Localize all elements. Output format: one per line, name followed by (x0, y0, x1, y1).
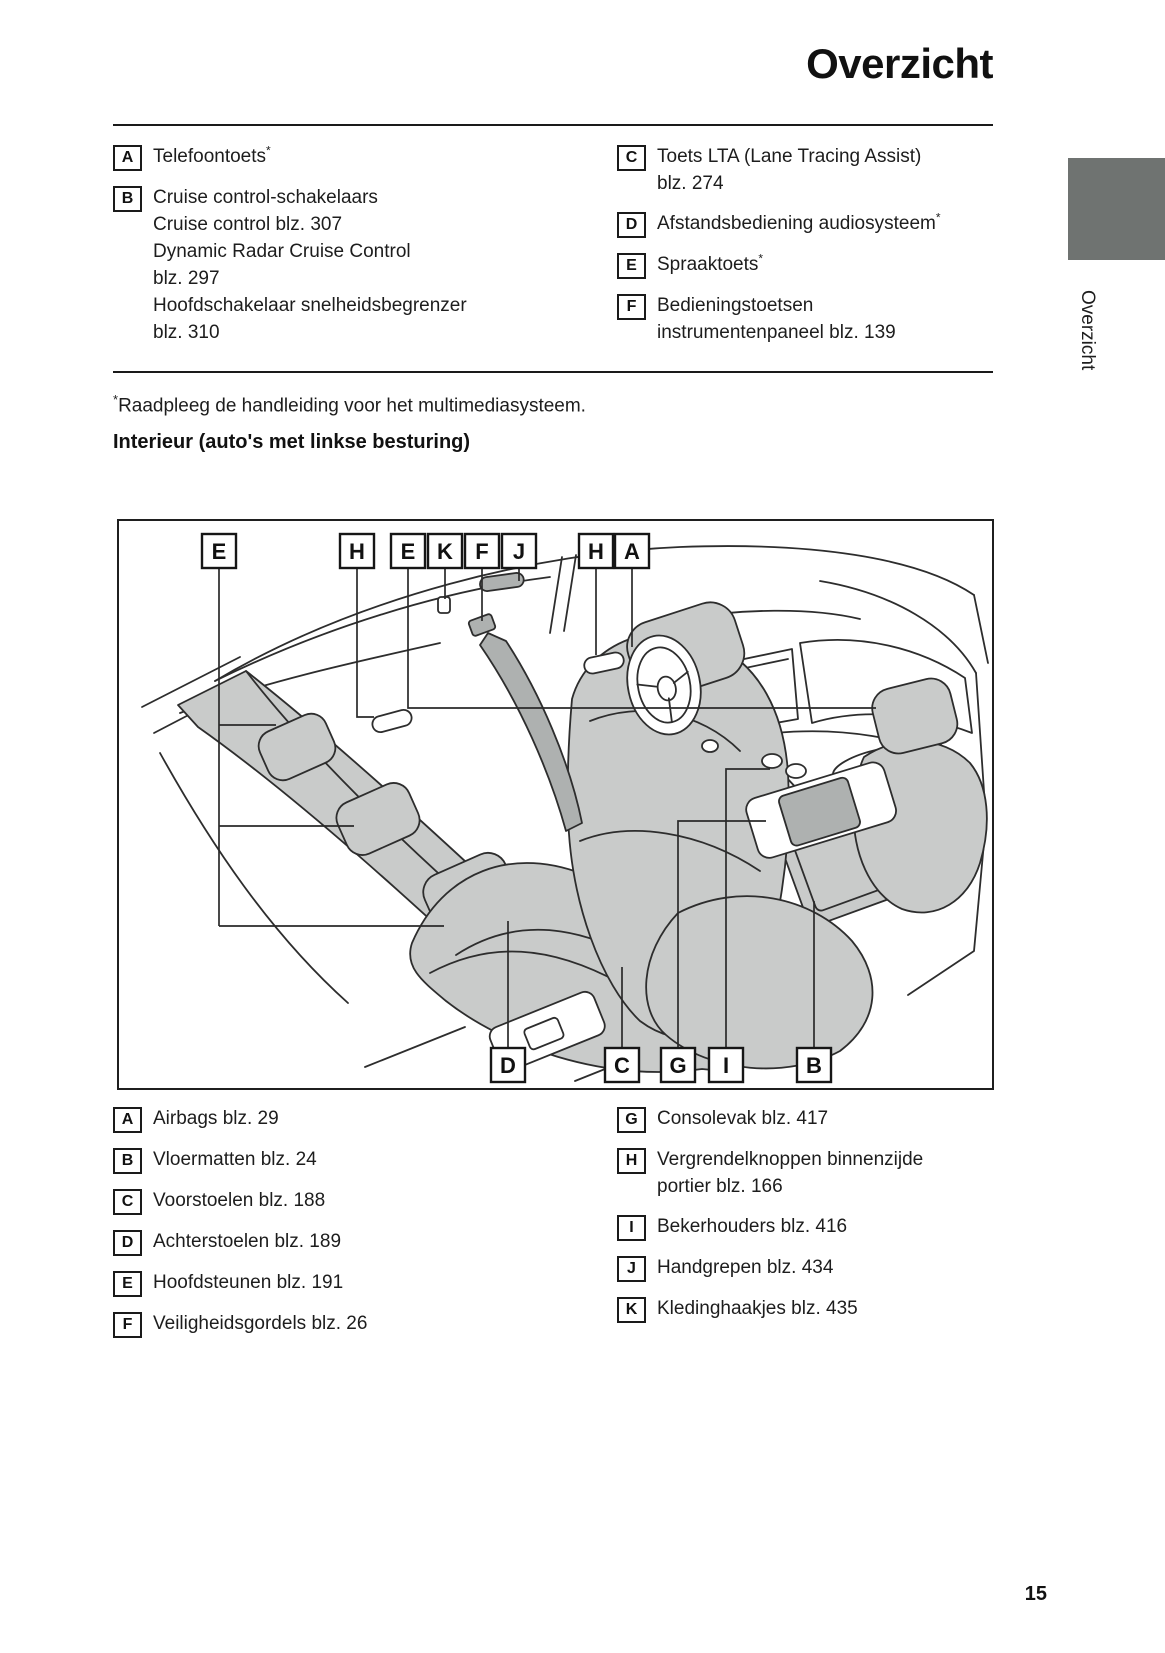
svg-text:K: K (437, 539, 453, 564)
rear-seat-seam (245, 670, 461, 894)
rear-headrest-2 (335, 782, 421, 856)
svg-text:C: C (614, 1053, 630, 1078)
svg-text:B: B (806, 1053, 822, 1078)
svg-text:H: H (349, 539, 365, 564)
legend-key-e: E (617, 253, 646, 279)
legend-item-airbags: A Airbags blz. 29 (113, 1105, 617, 1133)
controls-legend-right-column: C Toets LTA (Lane Tracing Assist) blz. 2… (617, 143, 993, 359)
cup-holders (761, 753, 807, 779)
controls-legend-left-column: A Telefoontoets* B Cruise control-schake… (113, 143, 617, 359)
legend-item-kledinghaakjes: K Kledinghaakjes blz. 435 (617, 1295, 993, 1323)
legend-item-lta: C Toets LTA (Lane Tracing Assist) blz. 2… (617, 143, 993, 197)
section-heading: Interieur (auto's met linkse besturing) (113, 431, 471, 453)
legend-item-vergrendelknoppen: H Vergrendelknoppen binnenzijde portier … (617, 1146, 993, 1200)
svg-text:E: E (401, 539, 416, 564)
rear-headrest-1 (257, 712, 337, 782)
driver-headrest (871, 677, 959, 755)
legend-key-b: B (113, 186, 142, 212)
legend-item-audio-afstandsbediening: D Afstandsbediening audiosysteem* (617, 210, 993, 238)
chapter-tab (1068, 158, 1165, 260)
svg-text:I: I (723, 1053, 729, 1078)
legend-key-d: D (113, 1230, 142, 1256)
legend-key-i: I (617, 1215, 646, 1241)
divider-middle (113, 371, 993, 373)
center-console (745, 761, 897, 859)
svg-text:E: E (212, 539, 227, 564)
seat-belt (467, 613, 583, 832)
coat-hook (437, 596, 451, 614)
interior-diagram: E H E K F J H A D C G I B (117, 519, 994, 1090)
legend-text: Afstandsbediening audiosysteem* (657, 210, 941, 234)
legend-item-veiligheidsgordels: F Veiligheidsgordels blz. 26 (113, 1310, 617, 1338)
legend-key-f: F (617, 294, 646, 320)
asterisk: * (935, 210, 941, 225)
svg-text:A: A (624, 539, 640, 564)
svg-text:F: F (475, 539, 488, 564)
rear-door-handle (371, 708, 413, 734)
legend-item-handgrepen: J Handgrepen blz. 434 (617, 1254, 993, 1282)
legend-item-vloermatten: B Vloermatten blz. 24 (113, 1146, 617, 1174)
legend-key-g: G (617, 1107, 646, 1133)
gear-knob (701, 739, 719, 753)
chapter-tab-label: Overzicht (1077, 289, 1098, 371)
legend-item-bedieningstoetsen: F Bedieningstoetsen instrumentenpaneel b… (617, 292, 993, 346)
legend-item-spraaktoets: E Spraaktoets* (617, 251, 993, 279)
svg-text:H: H (588, 539, 604, 564)
legend-key-f: F (113, 1312, 142, 1338)
legend-key-h: H (617, 1148, 646, 1174)
divider-top (113, 124, 993, 126)
legend-item-bekerhouders: I Bekerhouders blz. 416 (617, 1213, 993, 1241)
legend-text: Bedieningstoetsen instrumentenpaneel blz… (657, 295, 896, 343)
legend-key-a: A (113, 145, 142, 171)
leader-lines (218, 569, 876, 1048)
svg-text:G: G (669, 1053, 686, 1078)
front-seat-cushion (645, 895, 874, 1070)
svg-text:D: D (500, 1053, 516, 1078)
diagram-callout-labels-bottom: D C G I B (489, 1046, 833, 1084)
steering-wheel (626, 634, 702, 736)
interior-legend: A Airbags blz. 29 B Vloermatten blz. 24 … (113, 1105, 993, 1351)
legend-text: Spraaktoets* (657, 251, 764, 275)
controls-legend: A Telefoontoets* B Cruise control-schake… (113, 143, 993, 359)
page-number: 15 (1024, 1583, 1047, 1605)
legend-key-j: J (617, 1256, 646, 1282)
legend-item-achterstoelen: D Achterstoelen blz. 189 (113, 1228, 617, 1256)
legend-item-telefoontoets: A Telefoontoets* (113, 143, 617, 171)
legend-item-voorstoelen: C Voorstoelen blz. 188 (113, 1187, 617, 1215)
front-door-handle (583, 651, 625, 675)
page-title: Overzicht (806, 40, 993, 87)
legend-key-c: C (617, 145, 646, 171)
asterisk: * (758, 251, 764, 266)
interior-legend-right-column: G Consolevak blz. 417 H Vergrendelknoppe… (617, 1105, 993, 1351)
legend-item-hoofdsteunen: E Hoofdsteunen blz. 191 (113, 1269, 617, 1297)
diagram-callout-labels-top: E H E K F J H A (200, 532, 651, 570)
legend-item-cruise-control: B Cruise control-schakelaars Cruise cont… (113, 184, 617, 346)
legend-key-c: C (113, 1189, 142, 1215)
legend-key-k: K (617, 1297, 646, 1323)
legend-key-d: D (617, 212, 646, 238)
legend-key-e: E (113, 1271, 142, 1297)
legend-text: Toets LTA (Lane Tracing Assist) blz. 274 (657, 146, 922, 194)
asterisk: * (113, 392, 119, 407)
asterisk: * (266, 143, 271, 158)
svg-text:J: J (513, 539, 525, 564)
legend-key-a: A (113, 1107, 142, 1133)
legend-text: Cruise control-schakelaars Cruise contro… (153, 187, 467, 343)
footnote: *Raadpleeg de handleiding voor het multi… (113, 392, 586, 417)
grab-handle (479, 572, 525, 592)
legend-item-consolevak: G Consolevak blz. 417 (617, 1105, 993, 1133)
interior-legend-left-column: A Airbags blz. 29 B Vloermatten blz. 24 … (113, 1105, 617, 1351)
legend-text: Telefoontoets* (153, 143, 271, 167)
car-interior-drawing: E H E K F J H A D C G I B (141, 532, 989, 1084)
legend-key-b: B (113, 1148, 142, 1174)
